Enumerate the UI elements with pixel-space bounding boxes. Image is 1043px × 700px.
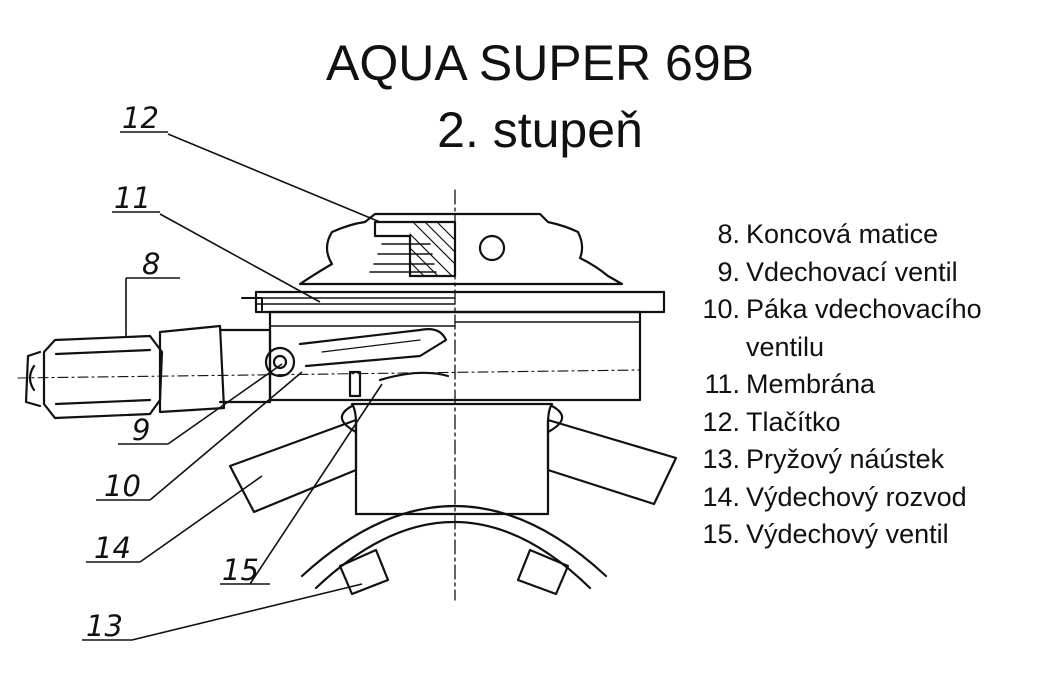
legend-number: 11.: [704, 369, 740, 399]
inlet-fitting: [158, 324, 226, 414]
cap-hole: [478, 234, 506, 262]
legend-text: Pryžový náústek: [746, 444, 945, 474]
legend-text: Vdechovací ventil: [746, 256, 958, 287]
callout-12: 12: [122, 101, 159, 135]
legend-number: 12.: [702, 406, 740, 437]
callout-15: 15: [222, 553, 259, 587]
bite-tab-left: [338, 548, 390, 596]
mouthpiece-arc-inner: [314, 521, 592, 590]
callout-11: 11: [114, 181, 151, 215]
parts-legend: 8. Koncová matice 9. Vdechovací ventil 1…: [688, 216, 1038, 554]
legend-item: 8. Koncová matice: [688, 216, 1038, 254]
inlet-valve-circle: [264, 346, 296, 378]
legend-number: 13.: [702, 444, 740, 474]
diagram-subtitle: 2. stupeň: [437, 102, 643, 158]
bite-tab-right: [516, 548, 570, 596]
exhaust-tee-left: [228, 418, 358, 514]
callout-8: 8: [142, 247, 160, 281]
top-cap-outline: [298, 212, 624, 286]
legend-text: Výdechový rozvod: [746, 481, 967, 512]
legend-text: Tlačítko: [746, 406, 841, 437]
legend-text: Páka vdechovacího ventilu: [746, 294, 982, 362]
diagram-title: AQUA SUPER 69B: [326, 35, 754, 91]
inlet-tube: [218, 328, 272, 404]
lever-outline: [298, 328, 448, 368]
exhaust-tee-right: [546, 418, 678, 506]
mouthpiece-neck: [350, 402, 554, 516]
button-section: [373, 220, 457, 278]
legend-text: Koncová matice: [746, 219, 939, 249]
mouthpiece-arc-outer: [300, 504, 608, 578]
legend-item: 14. Výdechový rozvod: [688, 479, 1038, 517]
callout-9: 9: [132, 413, 150, 447]
diaphragm-plate: [254, 290, 666, 314]
legend-number: 8.: [717, 219, 740, 249]
legend-number: 9.: [717, 256, 740, 287]
legend-text: Výdechový ventil: [746, 519, 949, 549]
legend-item: 9. Vdechovací ventil: [688, 254, 1038, 292]
legend-text: Membrána: [746, 369, 876, 399]
legend-item: 15. Výdechový ventil: [688, 516, 1038, 554]
legend-item: 12. Tlačítko: [688, 404, 1038, 442]
legend-item: 11. Membrána: [688, 366, 1038, 404]
legend-number: 15.: [702, 519, 740, 549]
legend-number: 14.: [702, 481, 740, 512]
callout-13: 13: [86, 609, 123, 643]
end-nut: [42, 334, 164, 420]
callout-10: 10: [104, 469, 141, 503]
callout-14: 14: [94, 531, 131, 565]
legend-number: 10.: [702, 294, 740, 324]
legend-item: 13. Pryžový náústek: [688, 441, 1038, 479]
legend-item: 10. Páka vdechovacího ventilu: [688, 291, 1038, 366]
